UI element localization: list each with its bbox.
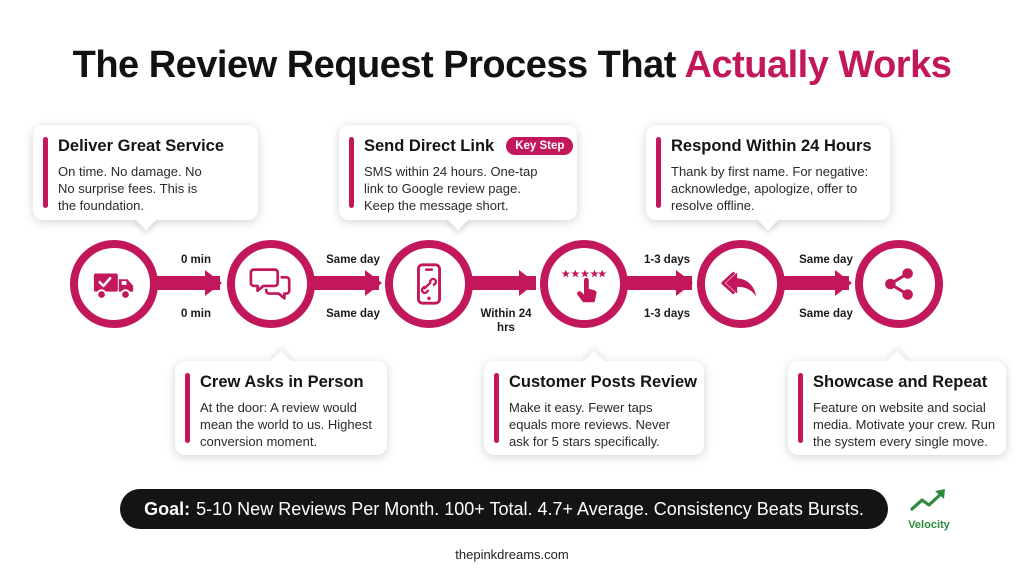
step-5-title: Respond Within 24 Hours — [671, 137, 872, 155]
step-1-title: Deliver Great Service — [58, 137, 225, 155]
key-step-badge: Key Step — [506, 137, 574, 155]
title-accent: Actually Works — [684, 44, 952, 86]
chat-bubbles-icon — [249, 268, 291, 300]
step-3-title: Send Direct Link — [364, 137, 495, 155]
step-5-node — [697, 240, 785, 328]
connector-bar — [150, 276, 220, 290]
step-4-text: Make it easy. Fewer taps equals more rev… — [509, 400, 671, 449]
footer-site: thepinkdreams.com — [455, 547, 569, 562]
connector-bar — [779, 276, 849, 290]
connector-bar — [466, 276, 536, 290]
step-5-card: Respond Within 24 Hours Thank by first n… — [646, 125, 890, 231]
goal-banner: Goal:5-10 New Reviews Per Month. 100+ To… — [120, 489, 888, 529]
connector-1-top-label: 0 min — [180, 254, 212, 266]
connector-4-top-label: 1-3 days — [643, 254, 691, 266]
step-1-text: On time. No damage. No No surprise fees.… — [58, 164, 202, 213]
goal-label: Goal: — [144, 498, 191, 519]
arrow-icon — [205, 270, 222, 296]
step-6-node — [855, 240, 943, 328]
reply-icon — [721, 271, 757, 297]
page-title: The Review Request Process That Actually… — [0, 44, 1024, 87]
step-1-node — [70, 240, 158, 328]
moving-truck-icon — [93, 273, 134, 300]
step-2-text: At the door: A review would mean the wor… — [200, 400, 372, 449]
connector-bar — [622, 276, 692, 290]
share-icon — [885, 268, 913, 300]
step-6-card: Showcase and Repeat Feature on website a… — [788, 350, 1006, 455]
connector-5-bottom-label: Same day — [799, 308, 853, 320]
goal-text: 5-10 New Reviews Per Month. 100+ Total. … — [196, 498, 864, 519]
connector-4-bottom-label: 1-3 days — [643, 308, 691, 320]
arrow-icon — [519, 270, 536, 296]
step-1-card: Deliver Great Service On time. No damage… — [33, 125, 258, 231]
connector-2-bottom-label: Same day — [326, 308, 380, 320]
step-2-title: Crew Asks in Person — [200, 373, 364, 391]
step-6-title: Showcase and Repeat — [813, 373, 988, 391]
title-main: The Review Request Process That — [72, 44, 685, 86]
step-6-text: Feature on website and social media. Mot… — [813, 400, 996, 449]
phone-link-icon — [417, 263, 441, 305]
step-3-title-row: Send Direct Link Key Step — [364, 137, 574, 156]
logo-text: Velocity — [908, 519, 950, 531]
arrow-icon — [835, 270, 852, 296]
connector-bar — [307, 276, 379, 290]
step-2-node — [227, 240, 315, 328]
step-4-node — [540, 240, 628, 328]
trend-up-icon — [910, 489, 945, 511]
step-3-text: SMS within 24 hours. One-tap link to Goo… — [364, 164, 538, 213]
connector-1-bottom-label: 0 min — [180, 308, 212, 320]
arrow-icon — [365, 270, 382, 296]
step-3-node — [385, 240, 473, 328]
arrow-icon — [676, 270, 693, 296]
step-2-card: Crew Asks in Person At the door: A revie… — [175, 350, 387, 455]
connector-2-top-label: Same day — [326, 254, 380, 266]
step-3-card: Send Direct Link Key Step SMS within 24 h… — [339, 125, 577, 231]
step-5-text: Thank by first name. For negative: ackno… — [671, 164, 869, 213]
star-tap-icon — [561, 269, 607, 303]
step-4-title: Customer Posts Review — [509, 373, 697, 391]
step-4-card: Customer Posts Review Make it easy. Fewe… — [484, 350, 704, 455]
connector-3-bottom-label: Within 24 hrs — [480, 308, 532, 334]
connector-5-top-label: Same day — [799, 254, 853, 266]
velocity-logo: Velocity — [903, 487, 955, 531]
